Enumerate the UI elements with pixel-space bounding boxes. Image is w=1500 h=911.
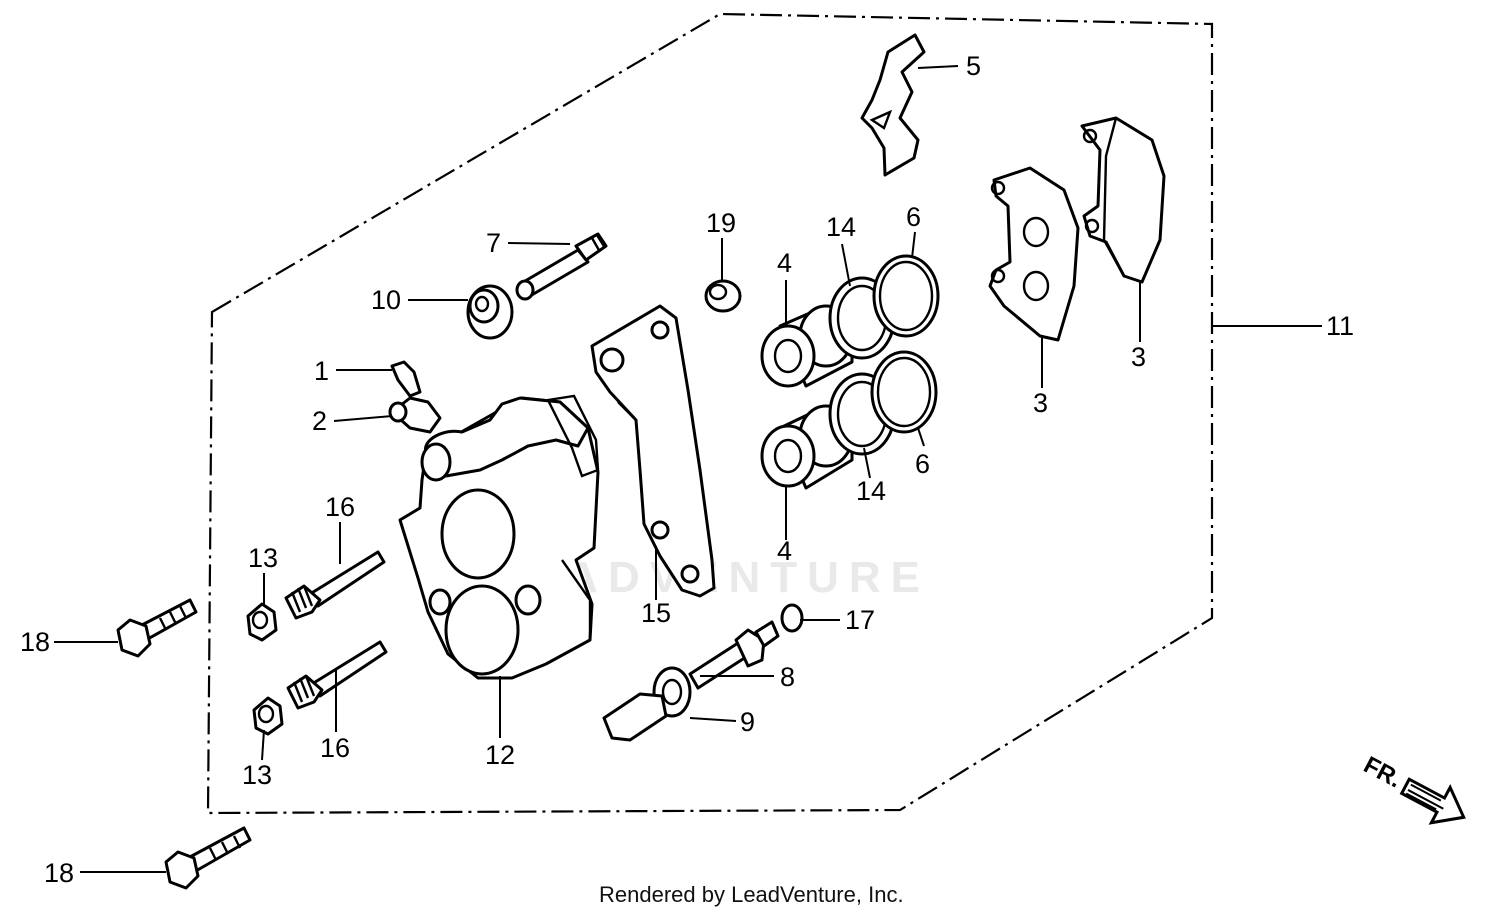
pin-boot-upper[interactable] (246, 602, 278, 642)
callout-4a: 4 (777, 248, 792, 278)
callout-6b: 6 (915, 449, 930, 479)
callout-5: 5 (966, 51, 981, 81)
callout-8: 8 (780, 662, 795, 692)
collar[interactable] (704, 279, 742, 313)
callout-10: 10 (371, 285, 401, 315)
callout-labels: 1 2 3 3 4 4 5 6 6 7 8 9 10 11 12 13 13 1… (20, 51, 1354, 888)
piston-seal-lower[interactable] (870, 350, 938, 434)
callout-6a: 6 (906, 202, 921, 232)
mount-bolt-lower[interactable] (164, 826, 252, 890)
callout-13b: 13 (242, 760, 272, 790)
mount-bolt-upper[interactable] (116, 598, 198, 658)
arrow-icon (1399, 777, 1466, 825)
pin-boot-lower[interactable] (252, 696, 284, 736)
front-direction-indicator: FR. (1359, 751, 1466, 825)
bleeder-valve[interactable] (388, 396, 442, 434)
caliper-bracket[interactable] (590, 304, 716, 598)
callout-18a: 18 (20, 627, 50, 657)
callout-1: 1 (314, 356, 329, 386)
boot-nut[interactable] (466, 284, 514, 340)
caliper-pin[interactable] (515, 232, 608, 301)
callout-15: 15 (641, 598, 671, 628)
direction-label: FR. (1359, 751, 1406, 793)
callout-13a: 13 (248, 543, 278, 573)
callout-19: 19 (706, 208, 736, 238)
bleeder-cap[interactable] (390, 360, 422, 398)
brake-pad-inner[interactable] (988, 166, 1080, 342)
callout-9: 9 (740, 707, 755, 737)
callout-16a: 16 (325, 492, 355, 522)
brake-pad-outer[interactable] (1080, 116, 1166, 284)
callout-14b: 14 (856, 476, 886, 506)
callout-14a: 14 (826, 212, 856, 242)
callout-2: 2 (312, 406, 327, 436)
callout-4b: 4 (777, 536, 792, 566)
callout-3b: 3 (1131, 342, 1146, 372)
pin-sleeve-upper[interactable] (284, 550, 386, 620)
spring-washer[interactable] (780, 603, 804, 633)
callout-7: 7 (486, 228, 501, 258)
callout-3a: 3 (1033, 388, 1048, 418)
piston-seal-upper[interactable] (872, 254, 940, 338)
leader-lines (54, 65, 1322, 873)
callout-18b: 18 (44, 858, 74, 888)
callout-17: 17 (845, 605, 875, 635)
footer-credit: Rendered by LeadVenture, Inc. (599, 882, 904, 907)
assembly-boundary (206, 12, 1214, 815)
pad-pin-bolt[interactable] (688, 620, 780, 690)
pad-spring[interactable] (860, 33, 926, 177)
callout-12: 12 (485, 740, 515, 770)
pad-pin-plug[interactable] (602, 692, 668, 742)
callout-16b: 16 (320, 733, 350, 763)
pin-sleeve-lower[interactable] (286, 640, 388, 710)
caliper-body[interactable] (398, 394, 600, 680)
callout-11: 11 (1326, 311, 1354, 341)
